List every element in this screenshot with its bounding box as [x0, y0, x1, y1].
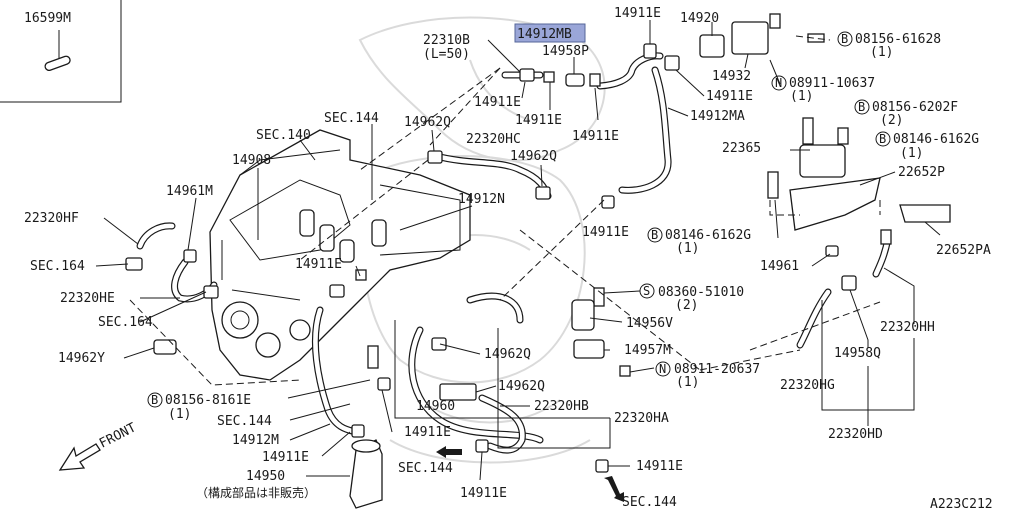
nut-symbol-icon: N: [775, 76, 782, 90]
label-sec144[interactable]: SEC.144: [324, 111, 379, 126]
label-qty: (1): [676, 241, 699, 256]
label-14962Q[interactable]: 14962Q: [404, 115, 451, 130]
sec144-arrow-down-icon: [604, 476, 624, 502]
label-14962Q[interactable]: 14962Q: [484, 347, 531, 362]
label-14962Y[interactable]: 14962Y: [58, 351, 105, 366]
label-14920[interactable]: 14920: [680, 11, 719, 26]
label-08156-61628[interactable]: 08156-61628: [855, 32, 941, 47]
label-22365[interactable]: 22365: [722, 141, 761, 156]
label-qty: (1): [676, 375, 699, 390]
label-14958P[interactable]: 14958P: [542, 44, 589, 59]
label-qty: (1): [790, 89, 813, 104]
label-22320HA[interactable]: 22320HA: [614, 411, 669, 426]
label-14912MB[interactable]: 14912MB: [517, 27, 572, 42]
bolt-symbol-icon: B: [151, 393, 158, 407]
label-sec144[interactable]: SEC.144: [398, 461, 453, 476]
label-22320HE[interactable]: 22320HE: [60, 291, 115, 306]
label-14950[interactable]: 14950: [246, 469, 285, 484]
leader-lines: [95, 20, 941, 481]
label-14911E[interactable]: 14911E: [515, 113, 562, 128]
label-08156-6202F[interactable]: 08156-6202F: [872, 100, 958, 115]
label-14911E[interactable]: 14911E: [614, 6, 661, 21]
label-14911E[interactable]: 14911E: [636, 459, 683, 474]
label-qty: (2): [675, 298, 698, 313]
label-14911E[interactable]: 14911E: [706, 89, 753, 104]
label-14912N[interactable]: 14912N: [458, 192, 505, 207]
engine-block: [209, 129, 471, 381]
inset-part-label: 16599M: [24, 11, 71, 26]
label-14957M[interactable]: 14957M: [624, 343, 671, 358]
parts: [125, 13, 951, 509]
label-22320HD[interactable]: 22320HD: [828, 427, 883, 442]
label-qty: (1): [168, 407, 191, 422]
label-08146-6162G[interactable]: 08146-6162G: [665, 228, 751, 243]
label-14912M[interactable]: 14912M: [232, 433, 279, 448]
label-qty: (1): [870, 45, 893, 60]
label-14911E[interactable]: 14911E: [582, 225, 629, 240]
label-22320HH[interactable]: 22320HH: [880, 320, 935, 335]
label-14911E[interactable]: 14911E: [404, 425, 451, 440]
front-arrow-icon: [58, 443, 101, 471]
label-14961[interactable]: 14961: [760, 259, 799, 274]
label-22652P[interactable]: 22652P: [898, 165, 945, 180]
bolt-symbol-icon: B: [651, 228, 658, 242]
screw-symbol-icon: S: [643, 284, 650, 298]
part-labels: 22310B (L=50) 14958P 14911E 14920 08156-…: [24, 6, 993, 511]
label-14958Q[interactable]: 14958Q: [834, 346, 881, 361]
label-14962Q[interactable]: 14962Q: [498, 379, 545, 394]
label-sec144[interactable]: SEC.144: [622, 495, 677, 510]
label-14911E[interactable]: 14911E: [572, 129, 619, 144]
label-qty: (1): [900, 146, 923, 161]
hoses: [136, 52, 892, 454]
bolt-symbol-icon: B: [841, 32, 848, 46]
label-not-sold-note: （構成部品は非販売）: [196, 485, 316, 500]
label-sec140[interactable]: SEC.140: [256, 128, 311, 143]
label-length: (L=50): [423, 47, 470, 62]
label-08360-51010[interactable]: 08360-51010: [658, 285, 744, 300]
footer-code: A223C212: [930, 497, 993, 511]
label-14911E[interactable]: 14911E: [295, 257, 342, 272]
label-08156-8161E[interactable]: 08156-8161E: [165, 393, 251, 408]
label-sec164[interactable]: SEC.164: [30, 259, 85, 274]
label-qty: (2): [880, 113, 903, 128]
label-22320HB[interactable]: 22320HB: [534, 399, 589, 414]
bolt-symbol-icon: B: [879, 132, 886, 146]
label-14932[interactable]: 14932: [712, 69, 751, 84]
label-22652PA[interactable]: 22652PA: [936, 243, 991, 258]
label-08911-20637[interactable]: 08911-20637: [674, 362, 760, 377]
label-08911-10637[interactable]: 08911-10637: [789, 76, 875, 91]
label-sec164[interactable]: SEC.164: [98, 315, 153, 330]
label-14962Q[interactable]: 14962Q: [510, 149, 557, 164]
label-22320HC[interactable]: 22320HC: [466, 132, 521, 147]
clip-icon: [44, 55, 71, 72]
sec144-arrow-left-icon: [436, 446, 462, 458]
label-14960[interactable]: 14960: [416, 399, 455, 414]
label-14911E[interactable]: 14911E: [474, 95, 521, 110]
label-14956V[interactable]: 14956V: [626, 316, 673, 331]
label-sec144[interactable]: SEC.144: [217, 414, 272, 429]
inset-box: 16599M: [0, 0, 122, 103]
label-14911E[interactable]: 14911E: [460, 486, 507, 501]
guide-lines: [129, 35, 881, 386]
label-22310B[interactable]: 22310B: [423, 33, 470, 48]
label-14912MA[interactable]: 14912MA: [690, 109, 745, 124]
label-08146-6162G[interactable]: 08146-6162G: [893, 132, 979, 147]
highlight-box: [514, 23, 586, 43]
label-14961M[interactable]: 14961M: [166, 184, 213, 199]
bolt-symbol-icon: B: [858, 100, 865, 114]
symbol-circles: B N B B B S N B: [147, 31, 891, 408]
label-22320HF[interactable]: 22320HF: [24, 211, 79, 226]
label-14908[interactable]: 14908: [232, 153, 271, 168]
label-14911E[interactable]: 14911E: [262, 450, 309, 465]
label-22320HG[interactable]: 22320HG: [780, 378, 835, 393]
nut-symbol-icon: N: [659, 362, 666, 376]
label-front: FRONT: [97, 420, 139, 451]
